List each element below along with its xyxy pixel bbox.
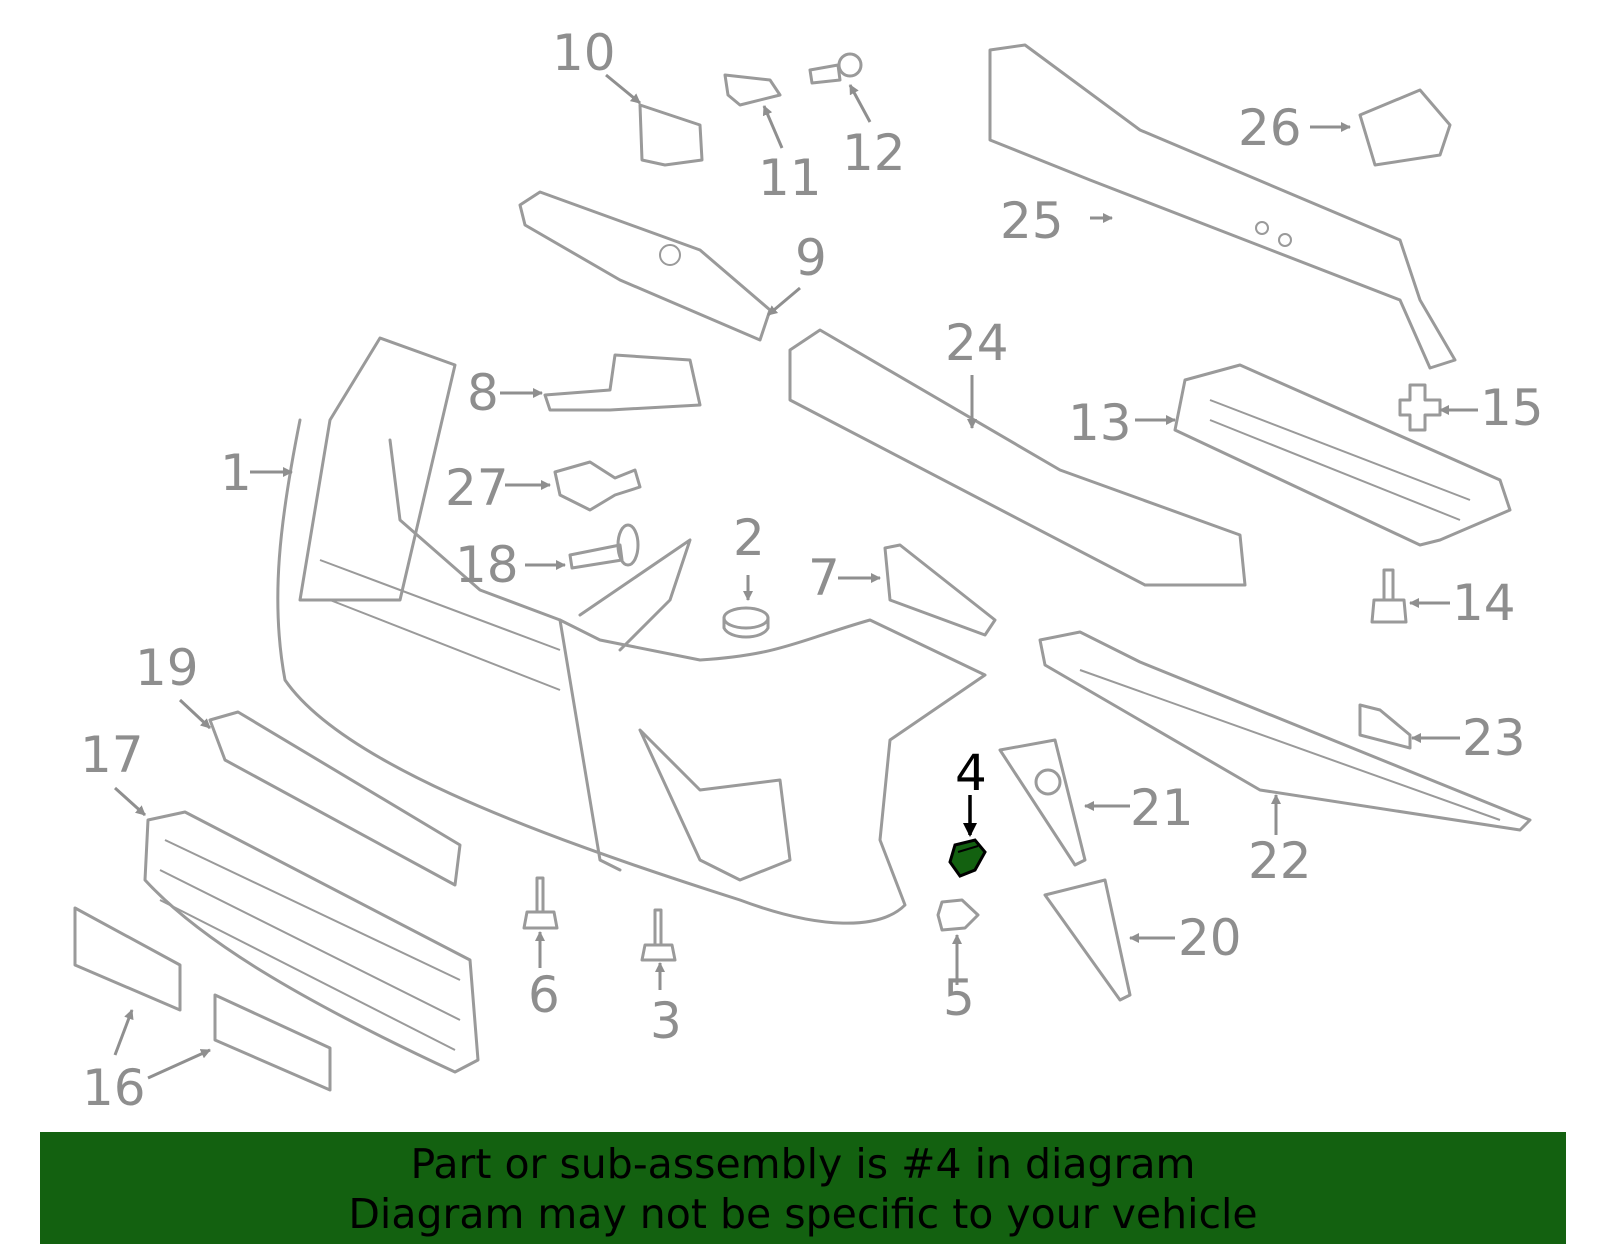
callout-6: 6 bbox=[528, 966, 560, 1024]
part-4-highlighted[interactable] bbox=[948, 838, 987, 878]
callout-11: 11 bbox=[758, 149, 822, 207]
part-25-reinforcement[interactable] bbox=[988, 43, 1457, 370]
callout-4: 4 bbox=[955, 744, 987, 802]
callout-1: 1 bbox=[220, 444, 252, 502]
part-12-screw[interactable] bbox=[808, 52, 863, 85]
banner-line-disclaimer: Diagram may not be specific to your vehi… bbox=[348, 1190, 1258, 1238]
callout-5: 5 bbox=[943, 969, 975, 1027]
callout-24: 24 bbox=[945, 314, 1009, 372]
part-3-bolt[interactable] bbox=[640, 908, 677, 962]
callout-14: 14 bbox=[1452, 574, 1516, 632]
part-5-clip[interactable] bbox=[936, 898, 980, 932]
callout-13: 13 bbox=[1068, 394, 1132, 452]
part-14-bolt[interactable] bbox=[1370, 568, 1408, 624]
part-15-clip[interactable] bbox=[1398, 383, 1442, 432]
part-8-bracket[interactable] bbox=[543, 353, 702, 412]
callout-7: 7 bbox=[808, 549, 840, 607]
callout-21: 21 bbox=[1130, 779, 1194, 837]
part-17-grille[interactable] bbox=[143, 810, 480, 1074]
part-11-clip[interactable] bbox=[723, 73, 782, 107]
part-21-trim[interactable] bbox=[998, 738, 1087, 867]
callout-18: 18 bbox=[455, 536, 519, 594]
callout-23: 23 bbox=[1462, 709, 1526, 767]
part-24-absorber[interactable] bbox=[788, 328, 1247, 587]
part-23-bracket[interactable] bbox=[1358, 703, 1412, 750]
part-2-nut[interactable] bbox=[722, 606, 770, 639]
part-10-bracket[interactable] bbox=[638, 103, 704, 167]
callout-19: 19 bbox=[135, 639, 199, 697]
part-18-bolt[interactable] bbox=[568, 523, 640, 570]
callout-20: 20 bbox=[1178, 909, 1242, 967]
part-9-support[interactable] bbox=[518, 190, 772, 342]
callout-3: 3 bbox=[650, 992, 682, 1050]
part-19-retainer[interactable] bbox=[208, 710, 462, 887]
callout-16: 16 bbox=[82, 1059, 146, 1117]
callout-9: 9 bbox=[795, 229, 827, 287]
part-13-absorber[interactable] bbox=[1173, 363, 1512, 547]
callout-27: 27 bbox=[445, 459, 509, 517]
banner-line-part: Part or sub-assembly is #4 in diagram bbox=[410, 1140, 1196, 1188]
callout-22: 22 bbox=[1248, 832, 1312, 890]
part-7-bracket[interactable] bbox=[883, 543, 997, 637]
part-27-sensor[interactable] bbox=[553, 460, 642, 512]
callout-25: 25 bbox=[1000, 192, 1064, 250]
callout-15: 15 bbox=[1480, 379, 1544, 437]
part-22-spoiler[interactable] bbox=[1038, 630, 1532, 832]
callout-17: 17 bbox=[80, 726, 144, 784]
callout-8: 8 bbox=[467, 364, 499, 422]
part-info-banner: Part or sub-assembly is #4 in diagram Di… bbox=[40, 1132, 1566, 1244]
part-20-trim[interactable] bbox=[1043, 878, 1132, 1002]
callout-26: 26 bbox=[1238, 99, 1302, 157]
part-6-bolt[interactable] bbox=[522, 876, 559, 930]
part-bumper-cover[interactable] bbox=[276, 336, 987, 925]
part-16-bracket[interactable] bbox=[73, 906, 332, 1092]
callout-12: 12 bbox=[842, 124, 906, 182]
callout-2: 2 bbox=[733, 509, 765, 567]
callout-10: 10 bbox=[552, 24, 616, 82]
part-26-bracket[interactable] bbox=[1358, 88, 1452, 167]
